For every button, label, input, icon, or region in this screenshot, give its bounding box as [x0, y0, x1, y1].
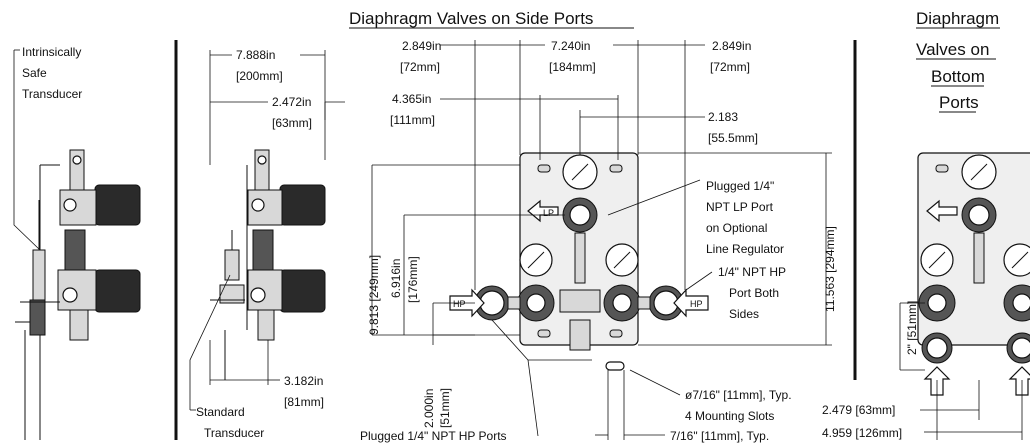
dim-2183-mm: [55.5mm] [708, 131, 758, 145]
label-intrinsic-2: Safe [22, 66, 47, 80]
title-bottom-4: Ports [939, 93, 979, 112]
dim-4959: 4.959 [126mm] [822, 426, 902, 440]
label-intrinsic-1: Intrinsically [22, 45, 81, 59]
label-mount-1: ø7/16" [11mm], Typ. [685, 388, 792, 402]
lp-arrow-label: LP [543, 208, 554, 218]
label-standard-1: Standard [196, 405, 245, 419]
dim-2000-mm: [51mm] [438, 388, 452, 428]
side-view-intrinsic [15, 149, 141, 440]
hp-arrow-left-label: HP [453, 299, 466, 309]
dim-2849b-in: 2.849in [712, 39, 751, 53]
dim-2479: 2.479 [63mm] [822, 403, 895, 417]
dim-11563: 11.563 [294mm] [823, 226, 837, 312]
label-standard-2: Transducer [204, 426, 264, 440]
label-hp-port-1: 1/4" NPT HP [718, 265, 786, 279]
dim-4365-in: 4.365in [392, 92, 431, 106]
label-hp-port-3: Sides [729, 307, 759, 321]
dim-2849b-mm: [72mm] [710, 60, 750, 74]
label-plugged-lp-3: on Optional [706, 221, 767, 235]
dim-2849a-in: 2.849in [402, 39, 441, 53]
bottom-ports-view [917, 152, 1030, 396]
title-bottom-1: Diaphragm [916, 9, 999, 28]
hp-arrow-right [673, 288, 709, 318]
dim-7240-in: 7.240in [551, 39, 590, 53]
dim-2472-in: 2.472in [272, 95, 311, 109]
label-plugged-hp: Plugged 1/4" NPT HP Ports [360, 429, 507, 443]
title-side-ports: Diaphragm Valves on Side Ports [349, 9, 593, 28]
label-intrinsic-3: Transducer [22, 87, 82, 101]
label-hp-port-2: Port Both [729, 286, 779, 300]
mounting-slot [605, 361, 625, 371]
dim-6916-in: 6.916in [389, 259, 403, 298]
label-plugged-lp-1: Plugged 1/4" [706, 179, 774, 193]
dim-6916-mm: [176mm] [406, 256, 420, 303]
label-plugged-lp-4: Line Regulator [706, 242, 784, 256]
label-plugged-lp-2: NPT LP Port [706, 200, 774, 214]
hp-arrow-right-label: HP [690, 299, 703, 309]
dim-2849a-mm: [72mm] [400, 60, 440, 74]
dim-4365-mm: [111mm] [390, 113, 435, 127]
title-bottom-2: Valves on [916, 40, 989, 59]
front-view: LP HP HP [449, 152, 709, 351]
label-mount-2: 4 Mounting Slots [685, 409, 774, 423]
label-slot-typ: 7/16" [11mm], Typ. [670, 429, 769, 443]
title-bottom-3: Bottom [931, 67, 985, 86]
dim-3182-mm: [81mm] [284, 395, 324, 409]
dim-2183-in: 2.183 [708, 110, 738, 124]
dim-7888-mm: [200mm] [236, 69, 283, 83]
side-view-standard [210, 149, 326, 380]
dim-3182-in: 3.182in [284, 374, 323, 388]
dim-2-bottom: 2" [51mm] [905, 301, 919, 355]
dim-2472-mm: [63mm] [272, 116, 312, 130]
dim-2000-in: 2.000in [422, 389, 436, 428]
dim-7888-in: 7.888in [236, 48, 275, 62]
dim-9813: 9.813 [249mm] [367, 255, 381, 335]
dim-7240-mm: [184mm] [549, 60, 596, 74]
